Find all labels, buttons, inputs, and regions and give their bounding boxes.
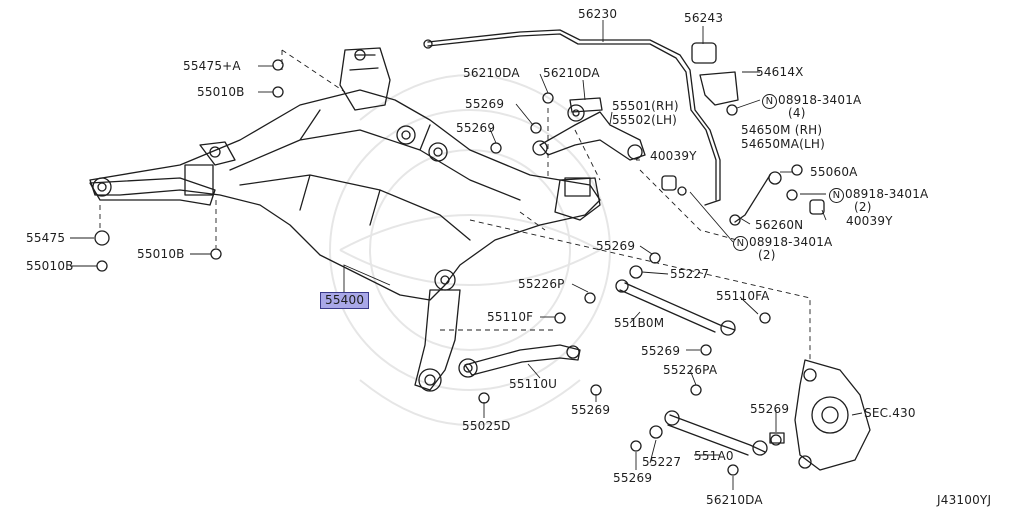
circled-n-mark: N [762, 94, 777, 109]
label-55110u: 55110U [509, 377, 558, 391]
label-55110f: 55110F [487, 310, 534, 324]
label-40039y-right: 40039Y [846, 214, 893, 228]
label-551a0: 551A0 [694, 449, 734, 463]
label-56210da-bottom: 56210DA [706, 493, 763, 507]
label-08918-mid-qty: (2) [854, 200, 872, 214]
label-55502: 55502(LH) [612, 113, 678, 127]
label-55400-highlighted[interactable]: 55400 [320, 292, 370, 309]
label-55227-top: 55227 [670, 267, 710, 281]
label-08918-top-text: 08918-3401A [778, 93, 862, 107]
dashed-references [99, 49, 811, 360]
label-55025d: 55025D [462, 419, 511, 433]
label-55060a: 55060A [810, 165, 858, 179]
label-54614x: 54614X [756, 65, 804, 79]
label-55501: 55501(RH) [612, 99, 679, 113]
label-08918-bot-text: 08918-3401A [749, 235, 833, 249]
stabilizer-bar [427, 29, 721, 206]
subframe-outline [89, 89, 601, 301]
label-55010b-mid: 55010B [137, 247, 185, 261]
label-55269-f: 55269 [750, 402, 790, 416]
label-55269-b: 55269 [456, 121, 496, 135]
label-55110fa: 55110FA [716, 289, 770, 303]
label-55010b-bot: 55010B [26, 259, 74, 273]
label-55475-a: 55475+A [183, 59, 241, 73]
label-55269-g: 55269 [613, 471, 653, 485]
label-sec-430[interactable]: SEC.430 [864, 406, 916, 420]
label-56243: 56243 [684, 11, 724, 25]
label-08918-bot-qty: (2) [758, 248, 776, 262]
label-40039y-left: 40039Y [650, 149, 697, 163]
circled-n-mark: N [733, 236, 748, 251]
label-55269-d: 55269 [641, 344, 681, 358]
label-55010b-top: 55010B [197, 85, 245, 99]
circled-n-mark: N [829, 188, 844, 203]
label-56210da-right: 56210DA [543, 66, 600, 80]
label-55269-c: 55269 [596, 239, 636, 253]
label-55269-e: 55269 [571, 403, 611, 417]
label-55269-a: 55269 [465, 97, 505, 111]
label-08918-top-qty: (4) [788, 106, 806, 120]
label-56210da-left: 56210DA [463, 66, 520, 80]
leader-lines [70, 20, 863, 490]
label-55227-bot: 55227 [642, 455, 682, 469]
label-55226pa: 55226PA [663, 363, 718, 377]
knuckle [794, 359, 871, 471]
label-56260n: 56260N [755, 218, 804, 232]
label-55226p: 55226P [518, 277, 565, 291]
label-54650ma: 54650MA(LH) [741, 137, 826, 151]
subframe-inner-member [229, 109, 521, 241]
label-08918-mid-text: 08918-3401A [845, 187, 929, 201]
label-56230: 56230 [578, 7, 618, 21]
label-55475: 55475 [26, 231, 66, 245]
label-551b0m: 551B0M [614, 316, 665, 330]
label-54650m: 54650M (RH) [741, 123, 823, 137]
diagram-code: J43100YJ [937, 493, 992, 507]
